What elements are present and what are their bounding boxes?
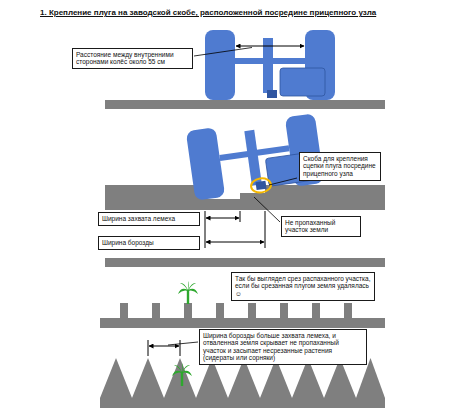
dimension-tick <box>148 340 149 356</box>
callout-text: Ширина борозды больше захвата лемеха, и … <box>203 332 363 362</box>
callout-box: Ширина захвата лемеха <box>98 212 200 226</box>
dimension-arrow <box>206 218 239 219</box>
dimension-arrow <box>206 242 264 243</box>
hitch-highlight <box>250 177 272 194</box>
callout-text: Ширина захвата лемеха <box>102 215 196 222</box>
plant-symbol <box>172 363 192 386</box>
ground-bar <box>100 398 385 408</box>
dimension-arrow <box>149 346 179 347</box>
tractor-figure <box>205 30 335 100</box>
callout-text: Ширина борозды <box>102 239 196 246</box>
leader-line <box>168 342 198 345</box>
callout-text: Скоба для крепления сцепки плуга посреди… <box>303 155 377 177</box>
callout-box: Ширина борозды больше захвата лемеха, и … <box>199 329 367 365</box>
callout-box: Ширина борозды <box>98 236 200 250</box>
dimension-tick <box>240 211 241 222</box>
callout-box: Так бы выглядел срез распаханного участк… <box>231 272 375 301</box>
callout-box: Скоба для крепления сцепки плуга посреди… <box>299 152 381 181</box>
callout-text: Расстояние между внутренними сторонами к… <box>76 51 189 66</box>
callout-box: Расстояние между внутренними сторонами к… <box>72 48 193 69</box>
diagram-title: 1. Крепление плуга на заводской скобе, р… <box>40 8 450 18</box>
callout-box: Не пропаханный участок земли <box>281 216 361 237</box>
unplowed-ridges <box>120 303 352 318</box>
ground-bar <box>100 318 385 328</box>
leader-line <box>269 178 297 185</box>
callout-text: Так бы выглядел срез распаханного участк… <box>235 275 371 297</box>
dimension-arrow <box>236 46 304 47</box>
dimension-tick <box>180 340 181 356</box>
leader-line <box>254 197 280 222</box>
dimension-tick <box>265 211 266 248</box>
ground-bar <box>105 100 385 109</box>
ground-bar <box>105 258 385 267</box>
ground-profile <box>105 185 385 210</box>
dimension-tick <box>205 211 206 248</box>
plant-symbol <box>178 281 198 304</box>
callout-text: Не пропаханный участок земли <box>285 219 357 234</box>
leader-line <box>194 48 252 57</box>
